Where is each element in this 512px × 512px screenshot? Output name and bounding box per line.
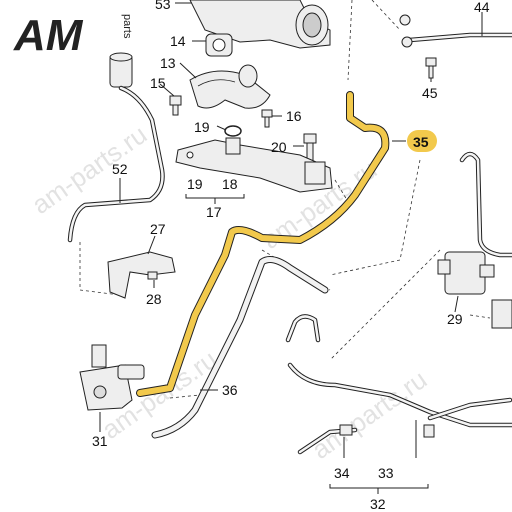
pipe-13 bbox=[179, 62, 271, 109]
callout-52: 52 bbox=[112, 161, 128, 177]
watermark-4: am-parts.ru bbox=[306, 364, 432, 465]
callout-14: 14 bbox=[170, 33, 186, 49]
logo-sub: parts bbox=[121, 14, 133, 39]
callout-18: 18 bbox=[222, 176, 238, 192]
valve-29 bbox=[437, 251, 512, 329]
callout-19b: 19 bbox=[187, 176, 203, 192]
callout-16: 16 bbox=[286, 108, 302, 124]
callout-44: 44 bbox=[474, 0, 490, 15]
callout-45: 45 bbox=[422, 85, 438, 101]
flange-14 bbox=[192, 33, 233, 57]
callout-53: 53 bbox=[155, 0, 171, 12]
sensor-52 bbox=[67, 52, 165, 296]
bolt-20 bbox=[293, 133, 317, 164]
callout-35-badge bbox=[407, 130, 437, 152]
callout-labels: 53 44 14 13 15 45 16 19 20 35 52 19 18 1… bbox=[92, 0, 490, 512]
bracket-17 bbox=[175, 137, 333, 204]
callout-35: 35 bbox=[413, 134, 429, 150]
callout-20: 20 bbox=[271, 139, 287, 155]
callout-15: 15 bbox=[150, 75, 166, 91]
bolt-16 bbox=[261, 109, 282, 128]
bolt-45 bbox=[425, 57, 437, 82]
logo-letters: AM bbox=[13, 11, 84, 60]
callout-32: 32 bbox=[370, 496, 386, 512]
callout-33: 33 bbox=[378, 465, 394, 481]
clip-19 bbox=[216, 125, 242, 137]
callout-28: 28 bbox=[146, 291, 162, 307]
hoses-lower bbox=[285, 314, 512, 494]
hoses-right bbox=[399, 12, 512, 258]
callout-13: 13 bbox=[160, 55, 176, 71]
bolt-15 bbox=[159, 83, 182, 116]
am-parts-logo: AM parts bbox=[13, 11, 133, 60]
callout-36: 36 bbox=[222, 382, 238, 398]
callout-29: 29 bbox=[447, 311, 463, 327]
callout-17: 17 bbox=[206, 204, 222, 220]
callout-27: 27 bbox=[150, 221, 166, 237]
hose-35-highlighted bbox=[136, 91, 406, 397]
hose-36 bbox=[151, 256, 329, 439]
valve-31 bbox=[79, 344, 145, 432]
bracket-27 bbox=[107, 235, 176, 299]
callout-34: 34 bbox=[334, 465, 350, 481]
callout-19: 19 bbox=[194, 119, 210, 135]
callout-31: 31 bbox=[92, 433, 108, 449]
